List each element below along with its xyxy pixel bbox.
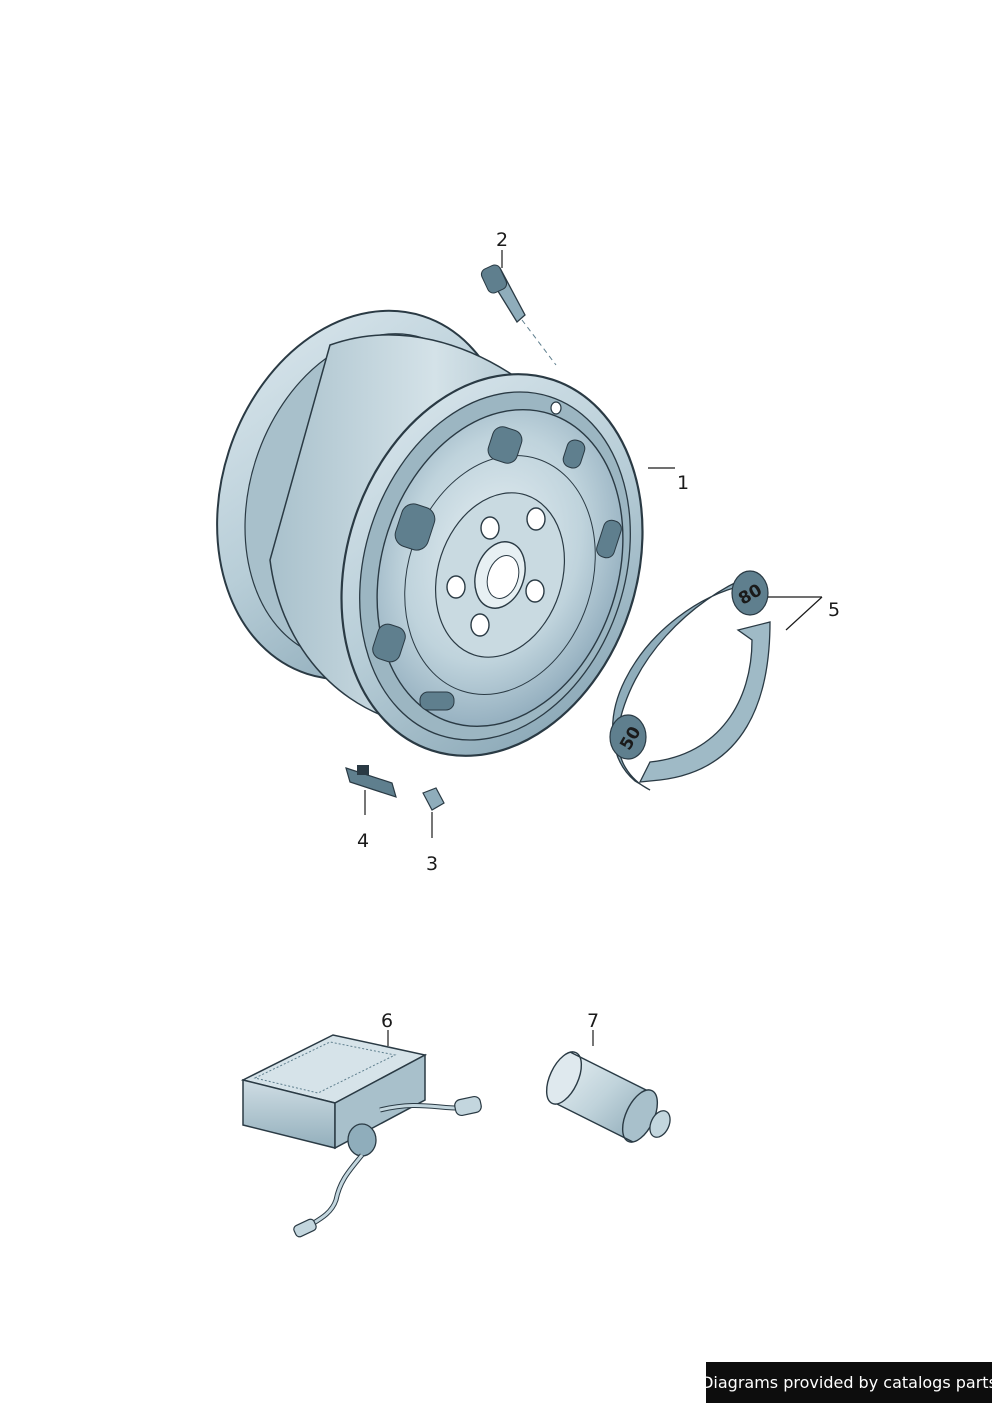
credit-banner: Diagrams provided by catalogs parts bbox=[701, 1362, 992, 1403]
callout-2: 2 bbox=[496, 229, 509, 251]
callout-6: 6 bbox=[381, 1010, 394, 1032]
cylinder-part bbox=[545, 1051, 671, 1143]
control-unit bbox=[240, 1034, 482, 1238]
sensor-strap-ring: 80 50 bbox=[609, 570, 771, 791]
leader-lines bbox=[364, 250, 823, 1046]
callout-4: 4 bbox=[357, 830, 370, 852]
callout-7: 7 bbox=[587, 1010, 600, 1032]
tire-valve bbox=[480, 264, 557, 366]
steel-wheel bbox=[216, 309, 644, 757]
balance-weight-part-4 bbox=[345, 765, 397, 798]
balance-weight-part-3 bbox=[422, 787, 445, 811]
callout-1: 1 bbox=[677, 472, 690, 494]
callout-5: 5 bbox=[828, 599, 841, 621]
callout-3: 3 bbox=[426, 853, 439, 875]
